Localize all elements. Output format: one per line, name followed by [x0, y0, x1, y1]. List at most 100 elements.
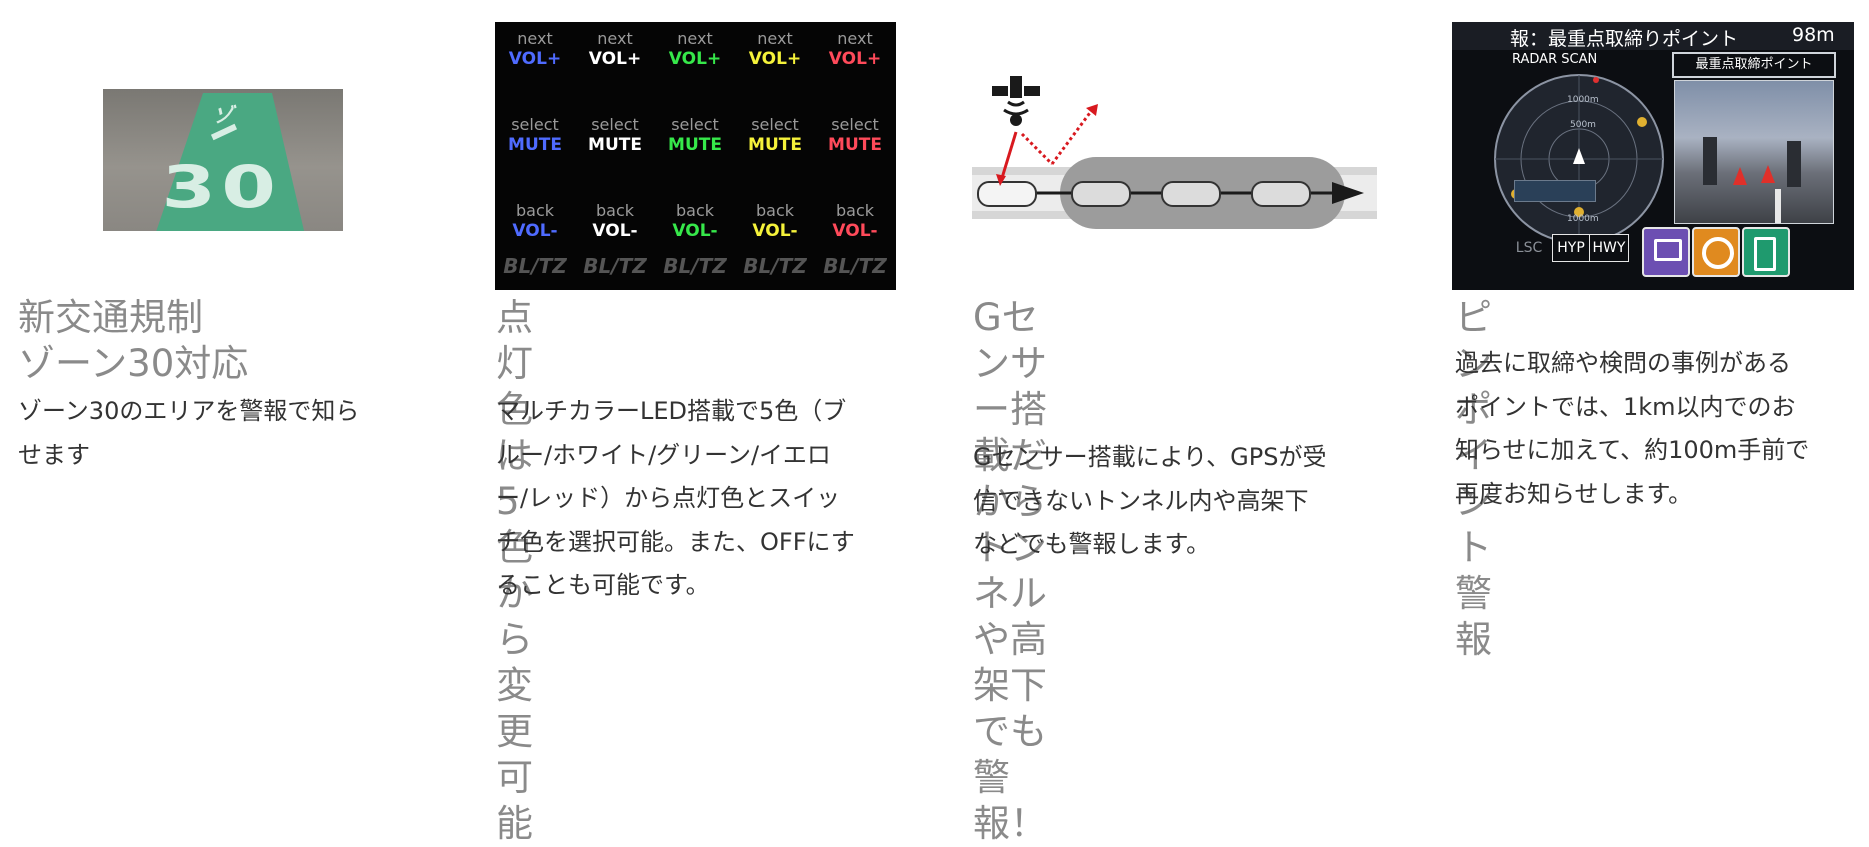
vol-down-cell-white: back VOL- — [575, 202, 655, 242]
radar-scan-label: RADAR SCAN — [1512, 52, 1598, 67]
select-label: select — [831, 115, 879, 134]
next-label: next — [837, 29, 873, 48]
mute-cell-yellow: select MUTE — [735, 116, 815, 156]
vol-down-label: VOL- — [512, 221, 558, 241]
vol-up-label: VOL+ — [828, 49, 882, 69]
feature-title: 新交通規制 ゾーン30対応 — [18, 296, 249, 385]
back-label: back — [595, 201, 635, 220]
feature-zone30: ゾ 30 新交通規制 ゾーン30対応 ゾーン30のエリアを警報で知ら せます — [0, 0, 400, 614]
traffic-cone — [1761, 165, 1775, 183]
signal-arrow-icon — [1086, 104, 1098, 116]
vol-down-label: VOL- — [592, 221, 638, 241]
reflected-signal-line — [1050, 109, 1094, 165]
alert-distance: 98m — [1792, 24, 1835, 46]
vol-up-cell-blue: next VOL+ — [495, 30, 575, 70]
g-sensor-diagram — [972, 72, 1377, 242]
reflected-signal-line — [1020, 132, 1054, 166]
next-label: next — [517, 29, 553, 48]
select-label: select — [511, 115, 559, 134]
vol-up-cell-green: next VOL+ — [655, 30, 735, 70]
feature-title: Gセンサー搭載だから トンネルや高架下でも 警報！ — [973, 296, 1047, 845]
next-label: next — [597, 29, 633, 48]
blitz-logo: BL/TZ — [823, 254, 887, 278]
mute-label: MUTE — [828, 135, 882, 155]
mute-label: MUTE — [588, 135, 642, 155]
alert-header — [1452, 22, 1854, 50]
vol-up-cell-yellow: next VOL+ — [735, 30, 815, 70]
vol-up-label: VOL+ — [508, 49, 562, 69]
checkpoint-figure — [1754, 237, 1776, 271]
traffic-cone — [1733, 167, 1747, 185]
vol-up-label: VOL+ — [588, 49, 642, 69]
feature-description: 過去に取締や検問の事例がある ポイントでは、1km以内でのお 知らせに加えて、約… — [1455, 349, 1810, 508]
feature-description: マルチカラーLED搭載で5色（ブ ルー/ホワイト/グリーン/イエロ ー/レッド）… — [496, 397, 855, 599]
gps-signal-line — [1000, 131, 1018, 179]
blitz-logo: BL/TZ — [503, 254, 567, 278]
select-label: select — [591, 115, 639, 134]
car-icon — [1161, 181, 1221, 207]
no-parking-icon — [1692, 227, 1740, 277]
feature-pinpoint: 報：最重点取締りポイント 98m RADAR SCAN 1000m 500m 5… — [0, 0, 1854, 661]
signal-arrow-icon — [996, 174, 1006, 186]
blitz-logo: BL/TZ — [743, 254, 807, 278]
zone30-road-image: ゾ 30 — [103, 89, 343, 231]
mute-label: MUTE — [668, 135, 722, 155]
mute-label: MUTE — [748, 135, 802, 155]
back-label: back — [835, 201, 875, 220]
feature-description: ゾーン30のエリアを警報で知ら せます — [18, 397, 360, 469]
back-label: back — [755, 201, 795, 220]
mute-cell-blue: select MUTE — [495, 116, 575, 156]
zone-number-marking: 30 — [161, 153, 282, 221]
alert-header-text: 報：最重点取締りポイント — [1510, 28, 1739, 50]
officer-figure — [1703, 137, 1717, 185]
ring-label: 1000m — [1567, 95, 1599, 105]
vol-down-label: VOL- — [752, 221, 798, 241]
car-icon — [1251, 181, 1311, 207]
north-marker — [1593, 77, 1599, 83]
signal-wave-icon — [1007, 100, 1025, 107]
tab-hwy: HWY — [1589, 234, 1629, 262]
pinpoint-box-label: 最重点取締ポイント — [1672, 52, 1836, 78]
vol-up-label: VOL+ — [748, 49, 802, 69]
checkpoint-icon — [1742, 227, 1790, 277]
signal-strength-bar — [1514, 180, 1596, 202]
signal-wave-icon — [1003, 108, 1029, 116]
satellite-body — [1010, 76, 1022, 98]
g-sensor-illustration — [972, 76, 1377, 229]
tab-lsc: LSC — [1515, 240, 1543, 256]
pinpoint-screen-image: 報：最重点取締りポイント 98m RADAR SCAN 1000m 500m 5… — [1452, 22, 1854, 290]
car-icon — [1071, 181, 1131, 207]
satellite-panel — [1024, 86, 1040, 96]
led-color-panel-image: next VOL+ next VOL+ next VOL+ next VOL+ … — [495, 22, 896, 290]
prohibition-circle — [1702, 237, 1734, 269]
mute-cell-white: select MUTE — [575, 116, 655, 156]
vol-down-label: VOL- — [832, 221, 878, 241]
feature-description: Gセンサー搭載により、GPSが受 信できないトンネル内や高架下 などでも警報しま… — [973, 443, 1327, 558]
vol-down-cell-yellow: back VOL- — [735, 202, 815, 242]
checkpoint-photo — [1674, 80, 1834, 224]
vol-up-label: VOL+ — [668, 49, 722, 69]
mute-cell-green: select MUTE — [655, 116, 735, 156]
vol-down-cell-red: back VOL- — [815, 202, 895, 242]
vol-down-label: VOL- — [672, 221, 718, 241]
vol-down-cell-green: back VOL- — [655, 202, 735, 242]
own-car-icon — [1573, 148, 1585, 164]
back-label: back — [515, 201, 555, 220]
next-label: next — [677, 29, 713, 48]
target-dot — [1637, 117, 1647, 127]
ring-label: 500m — [1570, 120, 1596, 130]
car-icon — [977, 181, 1037, 207]
vol-up-cell-red: next VOL+ — [815, 30, 895, 70]
mute-label: MUTE — [508, 135, 562, 155]
ring-label: 1000m — [1567, 214, 1599, 224]
tab-hyp: HYP — [1552, 234, 1590, 262]
vol-up-cell-white: next VOL+ — [575, 30, 655, 70]
blitz-logo: BL/TZ — [583, 254, 647, 278]
officer-figure — [1787, 141, 1801, 187]
select-label: select — [671, 115, 719, 134]
satellite-panel — [992, 86, 1008, 96]
vol-down-cell-blue: back VOL- — [495, 202, 575, 242]
road-line — [1775, 189, 1781, 223]
mute-cell-red: select MUTE — [815, 116, 895, 156]
blitz-logo: BL/TZ — [663, 254, 727, 278]
